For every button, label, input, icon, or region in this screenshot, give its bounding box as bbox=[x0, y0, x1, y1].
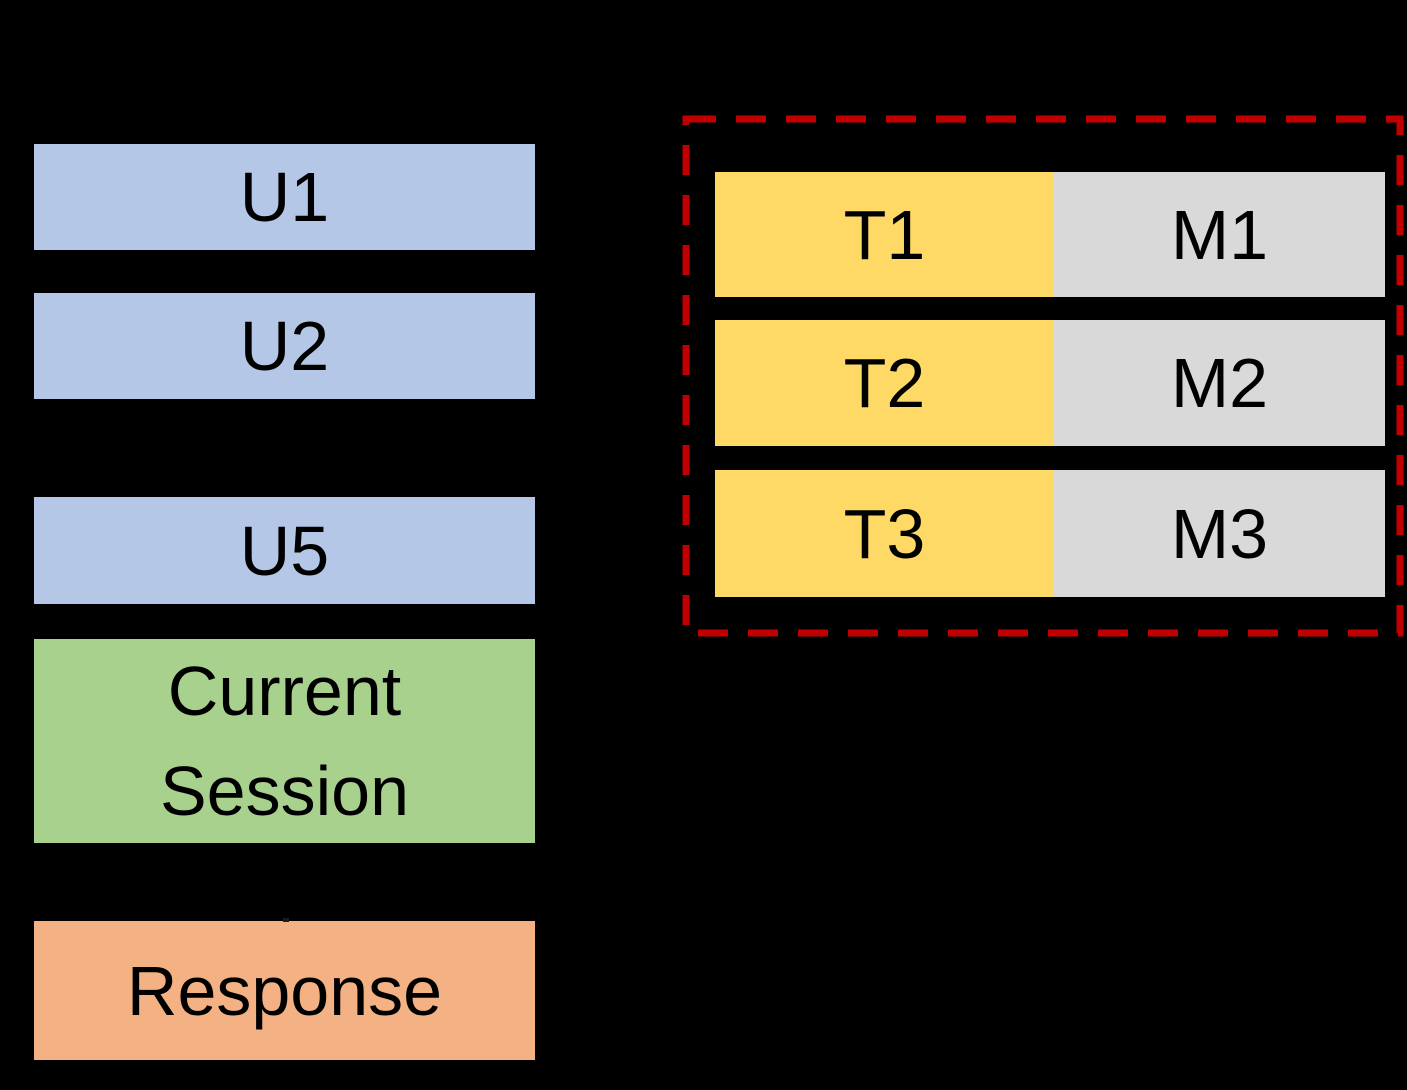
memory-box-m1: M1 bbox=[1054, 172, 1385, 297]
response-box: Response bbox=[34, 921, 535, 1060]
utterance-label-u1: U1 bbox=[239, 158, 330, 236]
turn-box-t1: T1 bbox=[715, 172, 1054, 297]
arrow-tip-artifact bbox=[283, 918, 289, 922]
current-session-line2: Session bbox=[159, 752, 410, 830]
response-label: Response bbox=[126, 951, 443, 1030]
utterance-box-u2: U2 bbox=[34, 293, 535, 399]
current-session-line1: Current bbox=[167, 652, 402, 730]
turn-box-t2: T2 bbox=[715, 320, 1054, 446]
memory-panel-dashed-border bbox=[682, 115, 1404, 637]
memory-box-m3: M3 bbox=[1054, 470, 1385, 597]
utterance-label-u2: U2 bbox=[239, 307, 330, 385]
turn-label-t1: T1 bbox=[843, 195, 926, 274]
utterance-box-u1: U1 bbox=[34, 144, 535, 250]
memory-label-m2: M2 bbox=[1170, 344, 1269, 422]
utterance-label-u5: U5 bbox=[239, 511, 330, 590]
memory-box-m2: M2 bbox=[1054, 320, 1385, 446]
current-session-box: Current Session bbox=[34, 639, 535, 843]
turn-box-t3: T3 bbox=[715, 470, 1054, 597]
turn-label-t3: T3 bbox=[843, 494, 926, 573]
memory-label-m1: M1 bbox=[1170, 195, 1269, 274]
memory-label-m3: M3 bbox=[1170, 494, 1269, 573]
utterance-box-u5: U5 bbox=[34, 497, 535, 604]
turn-label-t2: T2 bbox=[843, 344, 926, 422]
